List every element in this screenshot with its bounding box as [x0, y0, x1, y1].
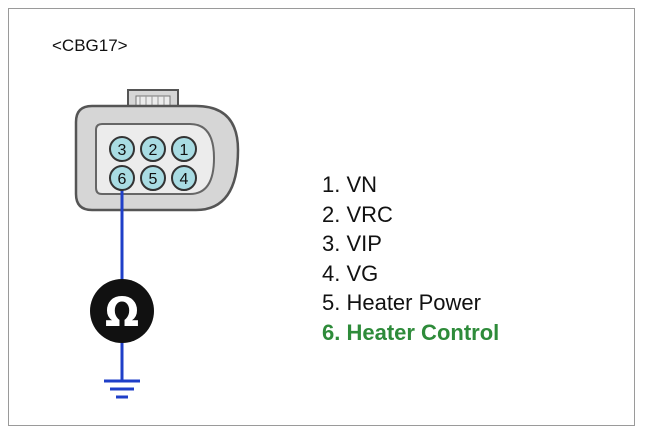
pin-legend-item-4: 4. VG	[322, 260, 379, 286]
connector-id-label: <CBG17>	[52, 36, 128, 55]
pin-legend-item-1: 1. VN	[322, 172, 378, 197]
pin-4	[171, 165, 197, 191]
pin-number-1: 1	[180, 142, 189, 159]
pin-legend-item-2: 2. VRC	[322, 201, 393, 227]
pin-legend-item-5: 5. Heater Power	[322, 290, 481, 316]
pin-legend-item-6-highlighted: 6. Heater Control	[322, 319, 500, 345]
pin-2	[140, 136, 166, 162]
ohmmeter-icon: Ω	[90, 279, 154, 343]
diagram-frame	[8, 8, 635, 426]
pin-number-3: 3	[118, 142, 127, 159]
ground-icon	[104, 379, 140, 399]
pin-number-5: 5	[149, 171, 158, 188]
pin-number-4: 4	[180, 171, 189, 188]
pin-number-2: 2	[149, 142, 158, 159]
pin-number-6: 6	[118, 171, 127, 188]
pin-legend-item-3: 3. VIP	[322, 231, 382, 257]
pin-5	[140, 165, 166, 191]
ohm-symbol: Ω	[105, 290, 139, 336]
pin-3	[109, 136, 135, 162]
pin-legend: 1. VN 2. VRC 3. VIP 4. VG 5. Heater Powe…	[322, 170, 499, 348]
pin-1	[171, 136, 197, 162]
pin-6	[109, 165, 135, 191]
